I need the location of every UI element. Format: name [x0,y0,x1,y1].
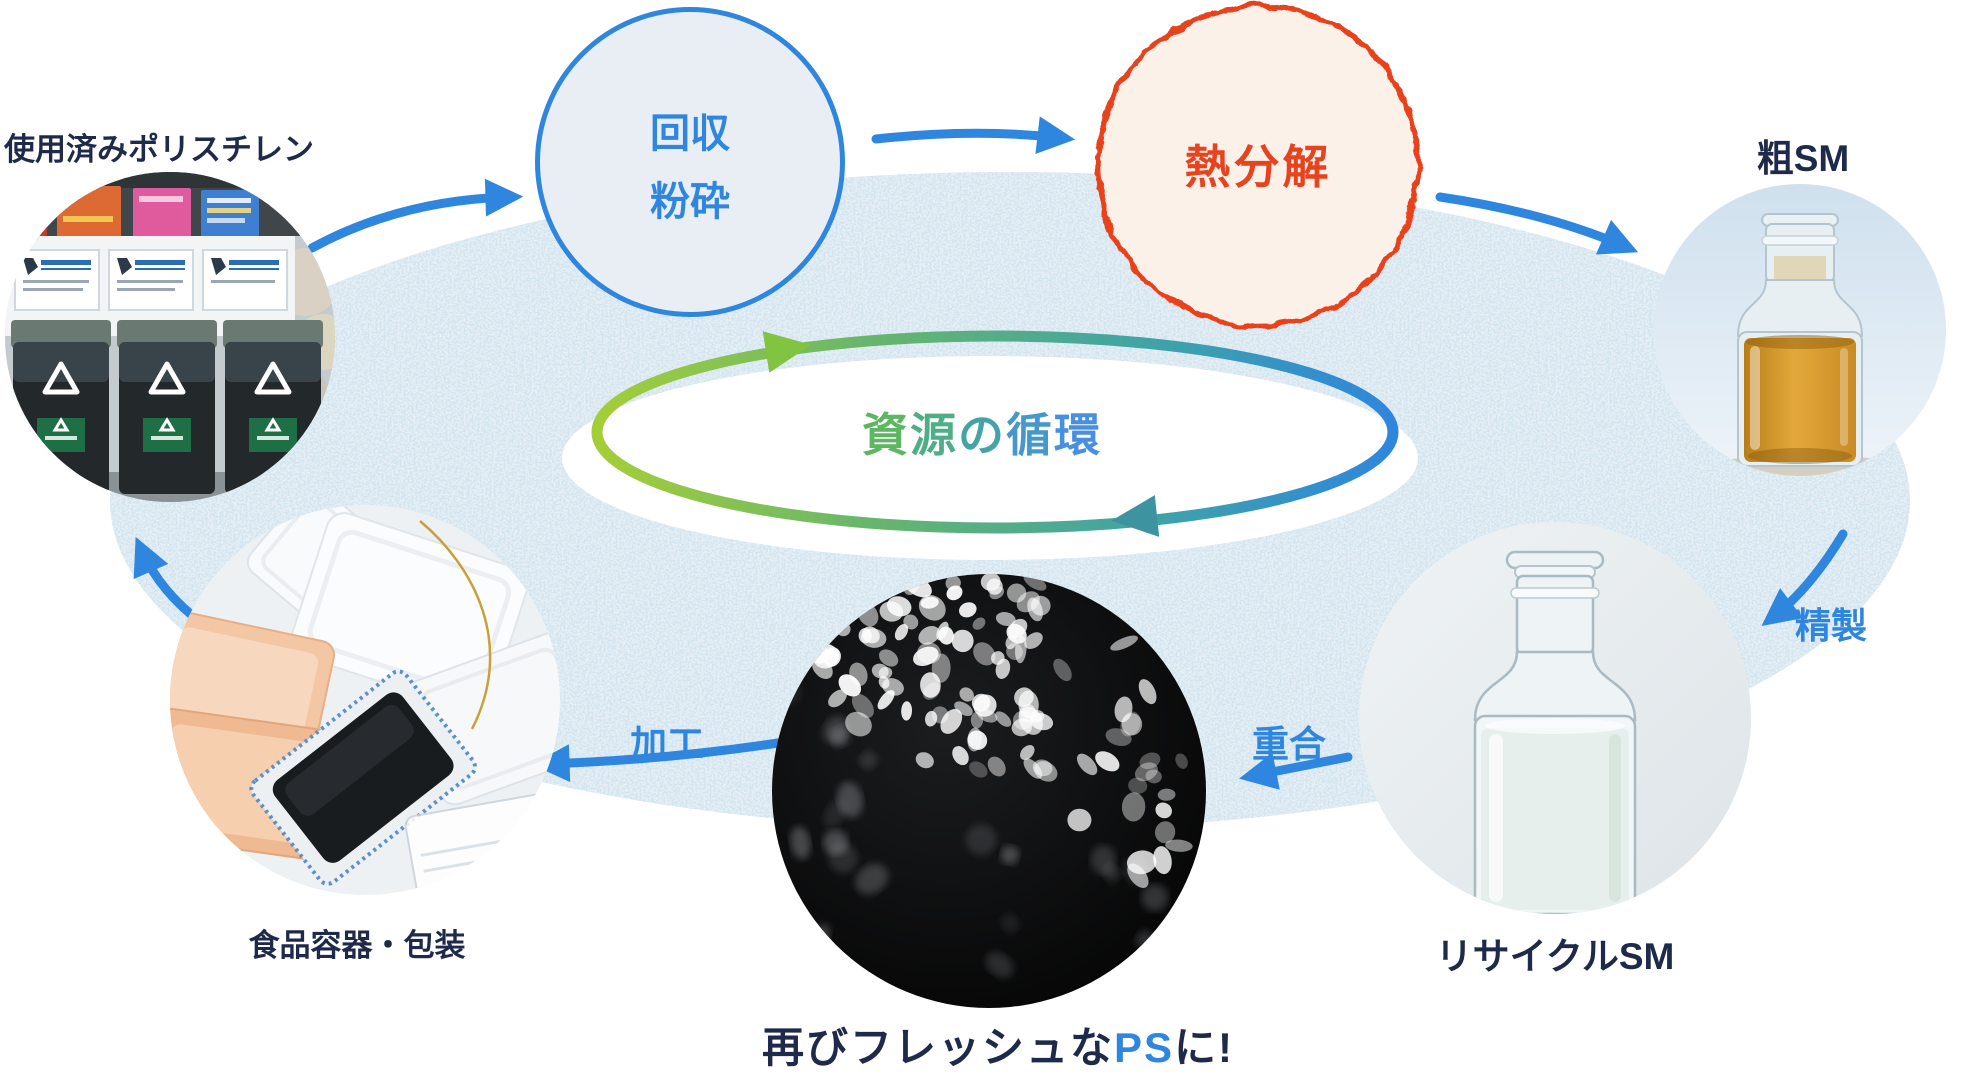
pyrolysis-label: 熱分解 [1184,141,1332,193]
recycled-sm-label: リサイクルSM [1435,936,1675,977]
collect-label-line2: 粉砕 [650,180,730,224]
arrow-pyrolysis-to-crude-sm [1435,192,1639,255]
ps-pellets-photo [772,574,1206,1008]
cycle-ring [591,330,1399,534]
fresh-ps-highlight: PS [1114,1024,1175,1071]
collect-label-line1: 回収 [650,112,730,156]
resource-cycle-label: 資源の循環 [862,409,1102,461]
collection-boxes-photo [5,172,335,502]
recycled-sm-bottle-photo [1359,522,1751,914]
arrow-refine [1761,529,1848,627]
used-polystyrene-label: 使用済みポリスチレン [4,132,314,167]
fresh-ps-tagline: 再びフレッシュなPSに! [762,1014,1234,1080]
collect-crush-circle: 回収 粉砕 [535,7,845,317]
arrow-boxes-to-collect [307,178,524,253]
refine-label: 精製 [1795,605,1868,646]
cycle-ring-arrowhead-green [762,331,812,373]
cycle-ring-arrowhead-teal [1111,495,1160,537]
process-label: 加工 [630,724,704,765]
food-containers-label: 食品容器・包装 [248,928,466,963]
arrow-collect-to-pyrolysis [871,116,1076,154]
food-trays-photo [170,505,560,895]
arrow-polymerize [1239,752,1353,790]
polymerize-label: 重合 [1252,724,1326,765]
crude-sm-bottle-photo [1654,184,1946,476]
arrow-process [531,738,783,783]
pyrolysis-circle [1095,3,1421,329]
crude-sm-label: 粗SM [1756,138,1850,179]
fresh-suffix: に! [1174,1024,1235,1071]
fresh-prefix: 再びフレッシュな [762,1024,1115,1071]
